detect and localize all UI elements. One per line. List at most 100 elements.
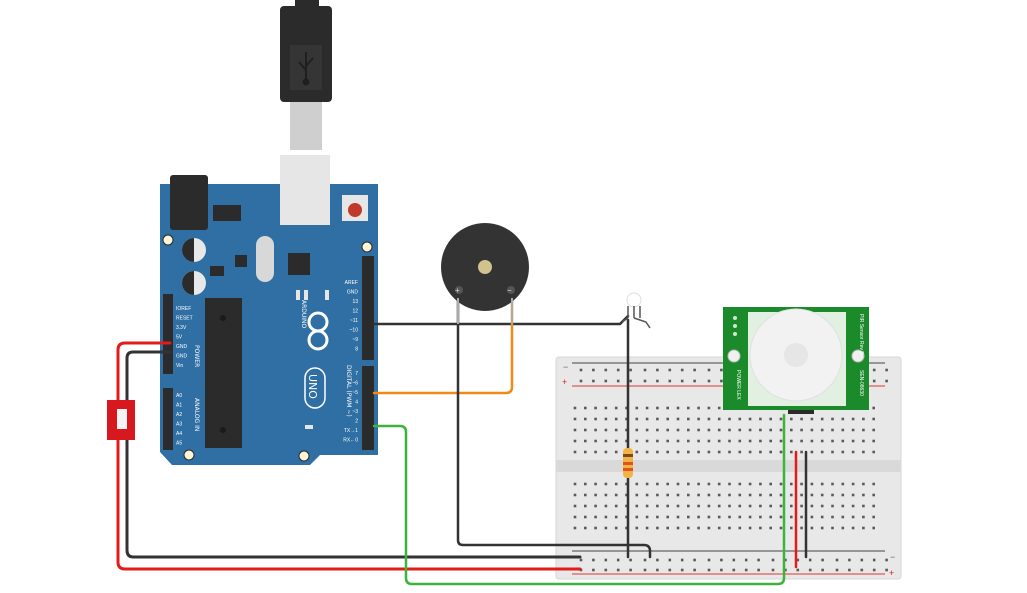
breadboard-hole[interactable] xyxy=(629,558,632,562)
breadboard-hole[interactable] xyxy=(625,482,628,486)
breadboard-hole[interactable] xyxy=(666,482,669,486)
breadboard-hole[interactable] xyxy=(872,368,876,372)
breadboard-hole[interactable] xyxy=(687,450,690,454)
breadboard-hole[interactable] xyxy=(592,379,595,383)
breadboard-hole[interactable] xyxy=(656,515,659,519)
breadboard-hole[interactable] xyxy=(728,482,731,486)
breadboard-hole[interactable] xyxy=(707,526,711,530)
breadboard-hole[interactable] xyxy=(784,568,787,572)
breadboard-hole[interactable] xyxy=(614,493,618,497)
breadboard-hole[interactable] xyxy=(614,439,618,443)
breadboard-hole[interactable] xyxy=(676,482,680,486)
breadboard-hole[interactable] xyxy=(885,368,888,372)
breadboard-hole[interactable] xyxy=(851,428,855,432)
breadboard-hole[interactable] xyxy=(643,379,647,383)
breadboard-hole[interactable] xyxy=(841,428,845,432)
breadboard-hole[interactable] xyxy=(757,558,760,562)
breadboard-hole[interactable] xyxy=(592,558,595,562)
breadboard-hole[interactable] xyxy=(800,428,803,432)
breadboard-hole[interactable] xyxy=(666,428,669,432)
breadboard-hole[interactable] xyxy=(707,417,711,421)
breadboard-hole[interactable] xyxy=(614,526,618,530)
breadboard-hole[interactable] xyxy=(635,482,639,486)
breadboard-hole[interactable] xyxy=(645,526,649,530)
breadboard-hole[interactable] xyxy=(771,558,775,562)
breadboard-hole[interactable] xyxy=(635,417,639,421)
breadboard-hole[interactable] xyxy=(717,450,721,454)
breadboard-hole[interactable] xyxy=(872,504,875,508)
breadboard-hole[interactable] xyxy=(717,493,721,497)
breadboard-hole[interactable] xyxy=(821,568,824,572)
breadboard-hole[interactable] xyxy=(707,379,711,383)
breadboard-hole[interactable] xyxy=(831,428,834,432)
breadboard-hole[interactable] xyxy=(841,515,845,519)
breadboard-hole[interactable] xyxy=(676,428,680,432)
breadboard-hole[interactable] xyxy=(860,568,864,572)
breadboard-hole[interactable] xyxy=(728,428,731,432)
breadboard-hole[interactable] xyxy=(676,417,680,421)
breadboard-hole[interactable] xyxy=(820,428,824,432)
breadboard-hole[interactable] xyxy=(584,417,587,421)
breadboard-hole[interactable] xyxy=(738,439,742,443)
breadboard-hole[interactable] xyxy=(872,493,875,497)
breadboard-hole[interactable] xyxy=(635,406,639,410)
breadboard-hole[interactable] xyxy=(831,493,834,497)
breadboard-hole[interactable] xyxy=(841,526,845,530)
breadboard-hole[interactable] xyxy=(769,417,772,421)
breadboard-hole[interactable] xyxy=(779,515,783,519)
breadboard-hole[interactable] xyxy=(676,450,680,454)
breadboard-hole[interactable] xyxy=(616,568,620,572)
breadboard-hole[interactable] xyxy=(635,450,639,454)
breadboard-hole[interactable] xyxy=(790,504,793,508)
breadboard-hole[interactable] xyxy=(656,368,659,372)
breadboard-hole[interactable] xyxy=(668,379,672,383)
breadboard-hole[interactable] xyxy=(680,558,684,562)
breadboard-hole[interactable] xyxy=(820,439,824,443)
breadboard-hole[interactable] xyxy=(841,439,845,443)
breadboard-hole[interactable] xyxy=(676,515,680,519)
breadboard-hole[interactable] xyxy=(604,482,608,486)
breadboard-hole[interactable] xyxy=(800,515,803,519)
breadboard-hole[interactable] xyxy=(757,568,760,572)
breadboard-hole[interactable] xyxy=(693,558,696,562)
breadboard-hole[interactable] xyxy=(748,504,752,508)
breadboard-hole[interactable] xyxy=(779,417,783,421)
breadboard-hole[interactable] xyxy=(666,515,669,519)
breadboard-hole[interactable] xyxy=(668,368,672,372)
breadboard-hole[interactable] xyxy=(594,515,597,519)
breadboard-hole[interactable] xyxy=(872,515,875,519)
breadboard-hole[interactable] xyxy=(604,406,608,410)
breadboard-hole[interactable] xyxy=(808,568,812,572)
breadboard-hole[interactable] xyxy=(810,493,814,497)
breadboard-hole[interactable] xyxy=(604,526,608,530)
breadboard-hole[interactable] xyxy=(614,504,618,508)
breadboard-hole[interactable] xyxy=(848,568,851,572)
breadboard-hole[interactable] xyxy=(820,526,824,530)
breadboard-hole[interactable] xyxy=(656,568,659,572)
breadboard-hole[interactable] xyxy=(744,568,748,572)
breadboard-hole[interactable] xyxy=(594,417,597,421)
breadboard-hole[interactable] xyxy=(717,515,721,519)
breadboard-hole[interactable] xyxy=(625,428,628,432)
breadboard-hole[interactable] xyxy=(808,558,812,562)
breadboard-hole[interactable] xyxy=(759,417,762,421)
breadboard-hole[interactable] xyxy=(738,504,742,508)
breadboard-hole[interactable] xyxy=(800,450,803,454)
breadboard-hole[interactable] xyxy=(851,493,855,497)
breadboard-hole[interactable] xyxy=(769,439,772,443)
breadboard-hole[interactable] xyxy=(728,526,731,530)
breadboard-hole[interactable] xyxy=(707,558,711,562)
breadboard-hole[interactable] xyxy=(687,493,690,497)
breadboard-hole[interactable] xyxy=(759,428,762,432)
breadboard-hole[interactable] xyxy=(820,450,824,454)
breadboard-hole[interactable] xyxy=(656,482,659,486)
breadboard-hole[interactable] xyxy=(573,439,577,443)
breadboard-hole[interactable] xyxy=(790,450,793,454)
breadboard-hole[interactable] xyxy=(738,450,742,454)
breadboard-hole[interactable] xyxy=(707,515,711,519)
breadboard-hole[interactable] xyxy=(666,526,669,530)
breadboard-hole[interactable] xyxy=(820,504,824,508)
breadboard-hole[interactable] xyxy=(820,417,824,421)
breadboard-hole[interactable] xyxy=(848,558,851,562)
breadboard-hole[interactable] xyxy=(885,558,888,562)
